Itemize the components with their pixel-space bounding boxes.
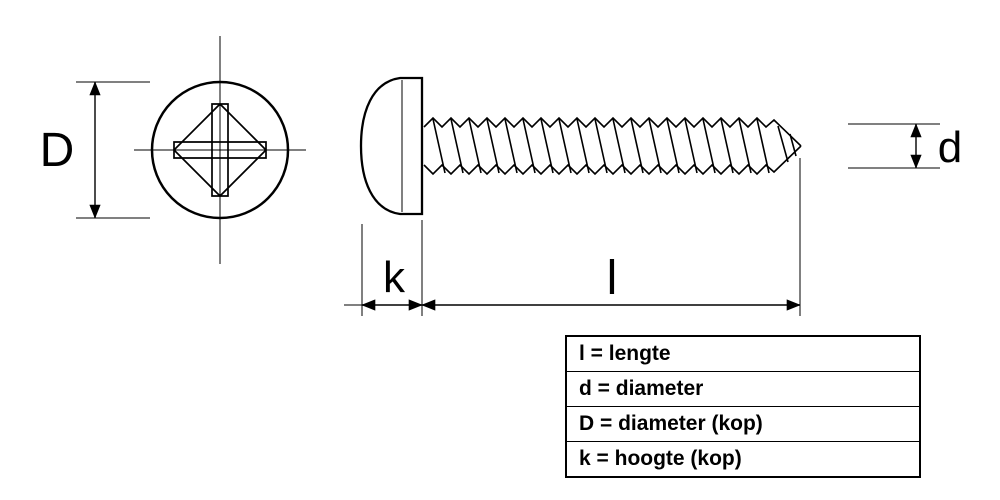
legend-row: l = lengte xyxy=(579,342,671,365)
dim-label-D: D xyxy=(40,124,75,177)
head-profile xyxy=(359,76,424,216)
phillips-recess-center-square xyxy=(211,141,229,159)
dimension-l: l xyxy=(421,158,801,316)
legend-row: k = hoogte (kop) xyxy=(567,441,919,476)
dimension-d: d xyxy=(848,123,962,172)
dimension-D: D xyxy=(40,81,150,219)
dimension-k: k xyxy=(344,220,423,316)
legend-row: D = diameter (kop) xyxy=(567,406,919,441)
legend-row: d = diameter xyxy=(567,371,919,406)
screw-side-view xyxy=(359,76,802,216)
head-front-view xyxy=(134,36,306,264)
head-outline-circle xyxy=(150,80,290,220)
dim-label-k: k xyxy=(383,253,406,302)
dim-label-d: d xyxy=(938,123,962,172)
thread-lines xyxy=(423,116,802,176)
dim-label-l: l xyxy=(607,252,618,305)
legend-table: l = lengte d = diameter D = diameter (ko… xyxy=(565,335,921,478)
